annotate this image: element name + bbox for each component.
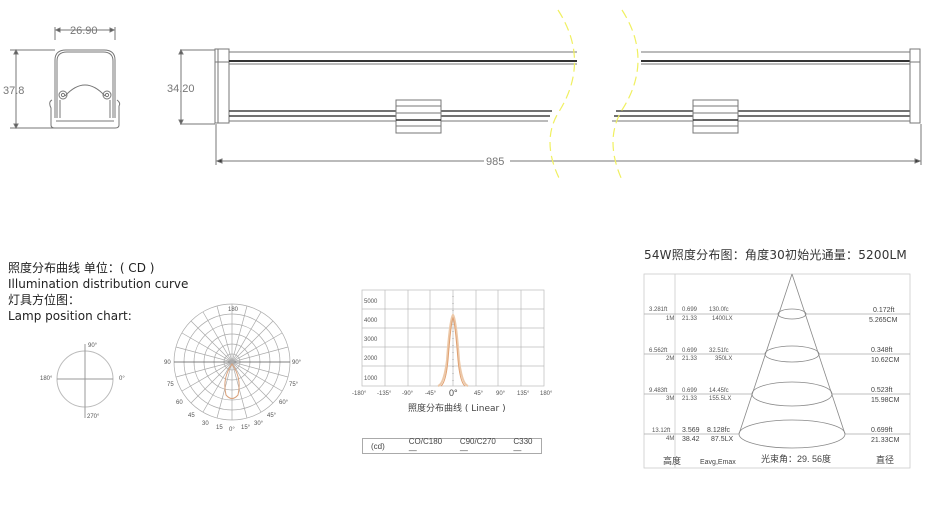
row2-dia-ft: 0.348ft	[871, 347, 892, 354]
lamp-pos-90: 90°	[88, 343, 98, 349]
polar-label-r75: 75°	[289, 382, 299, 388]
row1-dia-cm: 5.265CM	[869, 317, 898, 324]
end-width-label: 26.90	[70, 25, 98, 37]
end-view-drawing	[10, 27, 121, 130]
legend-c330: C330 —	[513, 437, 533, 455]
end-height-label: 37.8	[3, 85, 24, 97]
x-tick-m135: -135°	[377, 391, 392, 397]
lamp-pos-180: 180°	[40, 376, 53, 382]
lamp-pos-0: 0°	[119, 376, 125, 382]
row3-eavg-lx: 21.33	[682, 396, 698, 402]
lamp-pos-270: 270°	[87, 414, 100, 420]
row2-height-m: 2M	[666, 356, 674, 362]
curve-c0-c180	[437, 313, 469, 387]
y-tick-3000: 3000	[364, 337, 378, 343]
polar-chart	[173, 303, 291, 421]
x-tick-45: 45°	[474, 391, 484, 397]
row2-emax-lx: 350LX	[715, 356, 732, 362]
row3-dia-cm: 15.98CM	[871, 397, 900, 404]
col-height-label: 高度	[663, 455, 681, 466]
polar-label-l90: 90	[164, 360, 171, 366]
y-tick-4000: 4000	[364, 318, 378, 324]
row2-dia-cm: 10.62CM	[871, 357, 900, 364]
y-tick-1000: 1000	[364, 376, 378, 382]
polar-label-l75: 75	[167, 382, 174, 388]
polar-label-l60: 60	[176, 400, 183, 406]
side-view-drawing	[178, 48, 922, 165]
title-en-curve: Illumination distribution curve	[8, 277, 189, 291]
row4-emax-fc: 8.128fc	[707, 427, 730, 434]
x-tick-m180: -180°	[352, 391, 367, 397]
y-tick-2000: 2000	[364, 356, 378, 362]
row4-height-m: 4M	[666, 436, 674, 442]
lamp-position-chart	[56, 344, 114, 418]
linear-chart-caption: 照度分布曲线 ( Linear )	[408, 404, 506, 414]
polar-label-r30: 30°	[254, 421, 264, 427]
row3-emax-fc: 14.45fc	[709, 388, 729, 394]
polar-label-l45: 45	[188, 413, 195, 419]
row4-eavg-fc: 3.569	[682, 427, 700, 434]
polar-label-l30: 30	[202, 421, 209, 427]
legend-unit: (cd)	[371, 441, 385, 451]
row3-height-ft: 9.483ft	[649, 388, 668, 394]
row1-emax-lx: 1400LX	[712, 316, 733, 322]
row4-dia-cm: 21.33CM	[871, 437, 900, 444]
x-tick-m90: -90°	[402, 391, 414, 397]
polar-label-bottom: 0°	[229, 427, 235, 433]
row2-height-ft: 6.562ft	[649, 348, 668, 354]
polar-label-l15: 15	[216, 425, 223, 431]
col-diameter-label: 直径	[876, 454, 894, 465]
legend-c90-c270: C90/C270 —	[459, 437, 496, 455]
polar-label-r15: 15°	[241, 425, 251, 431]
y-tick-5000: 5000	[364, 299, 378, 305]
polar-label-r90: 90°	[292, 360, 302, 366]
row3-height-m: 3M	[666, 396, 674, 402]
row4-emax-lx: 87.5LX	[711, 436, 734, 443]
title-cn-position: 灯具方位图：	[8, 293, 81, 307]
side-height-label: 34.20	[167, 83, 195, 95]
title-en-position: Lamp position chart:	[8, 309, 132, 323]
illumination-title-block: 照度分布曲线 单位：( CD ) Illumination distributi…	[8, 260, 188, 324]
side-length-label: 985	[486, 156, 504, 168]
row1-height-m: 1M	[666, 316, 674, 322]
x-tick-180: 180°	[540, 391, 553, 397]
x-tick-m45: -45°	[425, 391, 437, 397]
row1-dia-ft: 0.172ft	[873, 307, 894, 314]
cone-shape	[738, 273, 846, 449]
row4-eavg-lx: 38.42	[682, 436, 700, 443]
polar-label-r60: 60°	[279, 400, 289, 406]
x-tick-90: 90°	[496, 391, 506, 397]
legend-c0-c180: CO/C180 —	[408, 437, 443, 455]
linear-chart-legend: (cd) CO/C180 — C90/C270 — C330 —	[362, 437, 542, 455]
x-tick-0: 0°	[449, 388, 458, 398]
row1-eavg-fc: 0.699	[682, 307, 698, 313]
row2-emax-fc: 32.51fc	[709, 348, 729, 354]
row4-height-ft: 13.12ft	[652, 428, 671, 434]
row3-emax-lx: 155.5LX	[709, 396, 731, 402]
row1-eavg-lx: 21.33	[682, 316, 698, 322]
polar-curve	[224, 363, 240, 399]
col-eavg-label: Eavg,Emax	[700, 459, 736, 466]
row1-height-ft: 3.281ft	[649, 307, 668, 313]
polar-label-top: 180	[228, 307, 239, 313]
row3-eavg-fc: 0.699	[682, 388, 698, 394]
row2-eavg-fc: 0.699	[682, 348, 698, 354]
row4-dia-ft: 0.699ft	[871, 427, 892, 434]
row1-emax-fc: 130.0fc	[709, 307, 729, 313]
cone-chart-title: 54W照度分布图：角度30初始光通量：5200LM	[644, 248, 907, 262]
row3-dia-ft: 0.523ft	[871, 387, 892, 394]
x-tick-135: 135°	[517, 391, 530, 397]
polar-label-r45: 45°	[267, 413, 277, 419]
break-marks	[549, 9, 639, 181]
title-cn-curve: 照度分布曲线 单位：( CD )	[8, 261, 155, 275]
curve-c90-c270	[440, 316, 466, 387]
beam-angle-label: 光束角：29. 56度	[761, 453, 831, 464]
row2-eavg-lx: 21.33	[682, 356, 698, 362]
